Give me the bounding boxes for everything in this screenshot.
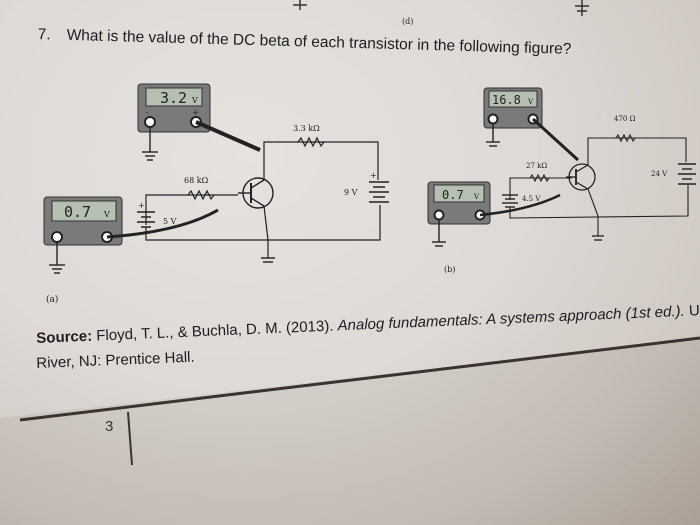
transistor-a (238, 177, 274, 209)
meter-top-a-unit: V (191, 96, 198, 105)
resistor-68k (187, 189, 215, 201)
meter-top-b-reading: 16.8 (492, 93, 521, 107)
table-cell-divider (127, 411, 133, 466)
battery-9v-label: 9 V (344, 188, 358, 197)
multimeter-top-b: 16.8 V (483, 87, 543, 129)
figure-label-d: (d) (402, 17, 414, 26)
figure-label-a: (a) (46, 294, 58, 305)
resistor-27k (529, 173, 550, 183)
resistor-470 (615, 133, 636, 143)
meter-left-b-reading: 0.7 (442, 188, 464, 202)
resistor-68k-label: 68 kΩ (184, 176, 209, 185)
source-tail: Upper (688, 300, 700, 320)
page-number: 3 (105, 418, 114, 435)
meter-top-b-unit: V (527, 98, 534, 106)
svg-text:+: + (192, 108, 199, 117)
table-border-line (19, 336, 700, 422)
battery-5v-label: 5 V (163, 217, 177, 226)
resistor-3.3k (297, 136, 325, 148)
resistor-470-label: 470 Ω (614, 115, 636, 123)
resistor-3.3k-label: 3.3 kΩ (293, 124, 320, 133)
meter-left-a-reading: 0.7 (64, 203, 91, 221)
transistor-b (566, 163, 596, 191)
svg-text:+: + (138, 201, 145, 210)
meter-top-a-reading: 3.2 (160, 89, 187, 107)
multimeter-left-b: 0.7 V (427, 181, 491, 225)
meter-left-b-unit: V (473, 193, 480, 201)
figure-label-b: (b) (444, 265, 455, 274)
svg-text:–: – (145, 108, 149, 117)
battery-4.5v-label: 4.5 V (522, 195, 541, 203)
source-label: Source: (36, 327, 93, 347)
resistor-27k-label: 27 kΩ (526, 162, 547, 170)
battery-24v (678, 163, 696, 185)
svg-text:+: + (370, 171, 377, 180)
battery-9v: + (369, 171, 389, 203)
meter-left-a-unit: V (103, 210, 110, 219)
battery-24v-label: 24 V (651, 170, 668, 178)
multimeter-left-a: 0.7 V (43, 196, 123, 246)
